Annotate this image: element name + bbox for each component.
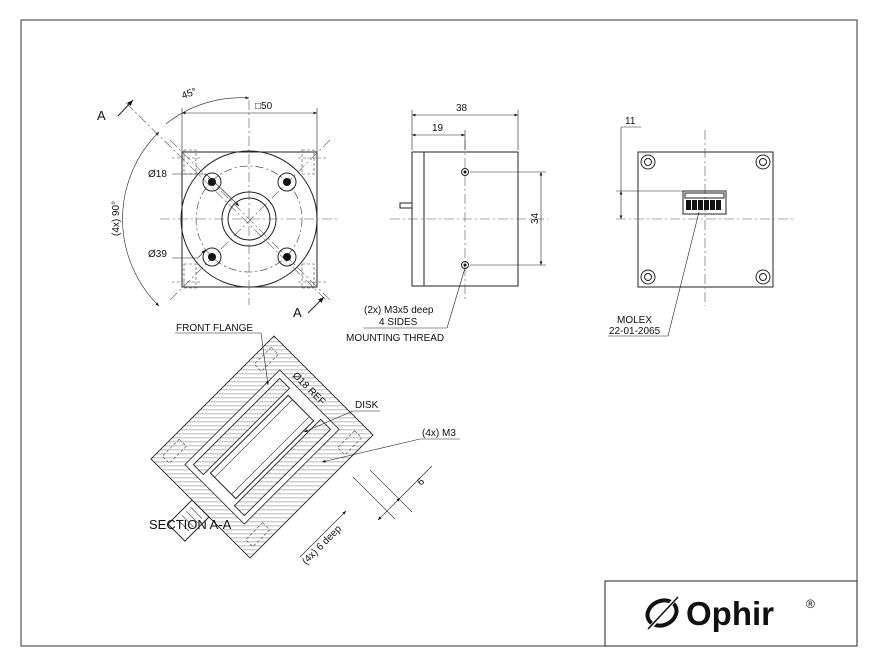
front-flange-label: FRONT FLANGE [176,323,253,334]
registered-mark: ® [806,597,815,611]
bore-diameter-dimension: Ø18 [148,169,167,180]
offset-dimension: 19 [432,123,444,134]
ophir-logo-icon [645,596,679,630]
pattern-angle-dimension: (4x) 90° [111,201,122,236]
section-view: FRONT FLANGE Ø18 REF DISK (4x) M3 6 (4x)… [149,323,460,567]
bolt-hole-bl [202,247,222,267]
title-block: Ophir ® [604,580,858,647]
section-title: SECTION A-A [149,517,232,532]
corner-hole-tl [640,154,656,170]
logo-text: Ophir [686,595,774,632]
sheet-border [20,19,858,647]
bolt-hole-tr [277,172,297,192]
front-view: □50 (4x) 90° 45° Ø18 Ø39 A A [97,86,340,320]
hole-spacing-dimension: 34 [530,212,541,224]
depth-note: (4x) 6 deep [300,523,344,567]
bolt-hole-tl [202,172,222,192]
thread-note-line1: (2x) M3x5 deep [364,305,434,316]
corner-hole-bl [640,269,656,285]
rear-view: 11 MOLEX 22-01-2065 [608,116,795,337]
screw-note: (4x) M3 [422,428,456,439]
thread-note-line2: 4 SIDES [379,317,418,328]
disk-label: DISK [355,400,379,411]
connector-note-line1: MOLEX [617,315,652,326]
square-dimension: □50 [255,101,273,112]
thread-note-line3: MOUNTING THREAD [346,333,444,344]
corner-hole-tr [755,154,771,170]
thread-hole-top [461,168,469,176]
side-view: 38 19 34 (2x) M3x5 deep 4 SIDES MOUNTING… [346,103,548,344]
angle-dimension: 45° [180,86,198,102]
section-mark-bottom: A [293,305,302,320]
overall-length-dimension: 38 [456,103,468,114]
molex-connector [682,190,727,215]
connector-note-line2: 22-01-2065 [609,326,661,337]
connector-dimension: 11 [625,116,636,127]
depth-dimension: 6 [415,476,427,488]
section-mark-top: A [97,108,106,123]
bolt-hole-br [277,247,297,267]
bolt-circle-dimension: Ø39 [148,249,167,260]
corner-hole-br [755,269,771,285]
